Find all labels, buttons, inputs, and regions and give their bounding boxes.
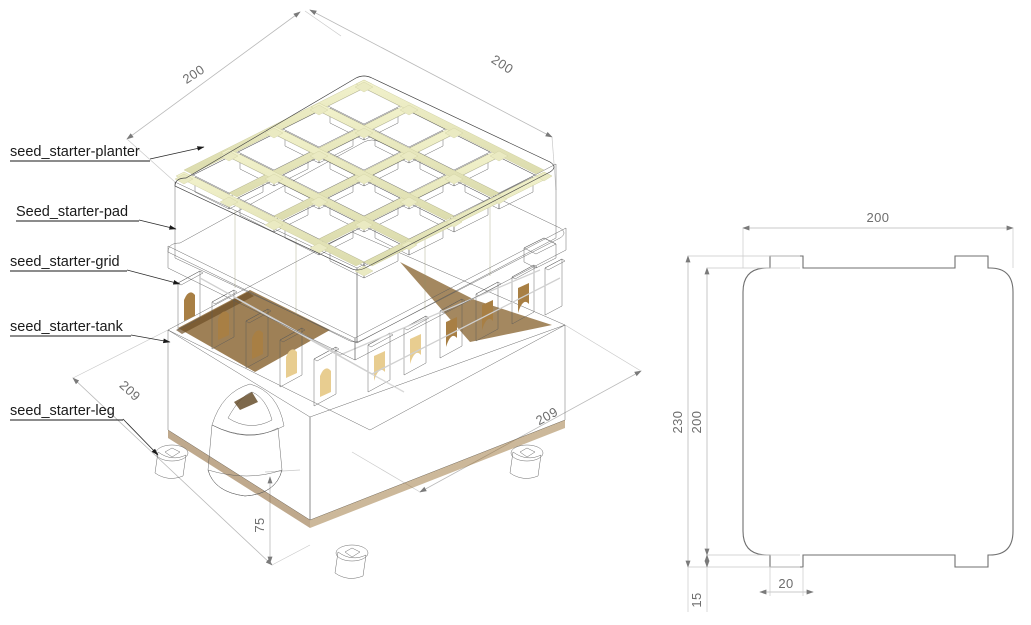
part-seed-starter-leg-1	[154, 444, 189, 479]
planter-rib-nodes	[174, 81, 553, 277]
dim-value: 200	[489, 52, 516, 77]
ortho-dim-tab-width-20: 20	[759, 567, 814, 596]
label-text: seed_starter-planter	[10, 144, 140, 160]
planter-ribs	[175, 79, 553, 267]
label-seed-starter-grid[interactable]: seed_starter-grid	[10, 254, 181, 285]
iso-dimension-frame-bottom	[72, 324, 642, 566]
ortho-dim-tab-height-15: 15	[687, 554, 710, 612]
label-text: Seed_starter-pad	[16, 204, 128, 220]
dim-value: 20	[778, 576, 793, 591]
part-seed-starter-tank	[167, 231, 566, 528]
grid-fin-row-left	[177, 270, 340, 407]
iso-dim-75-height: 75	[252, 469, 301, 564]
ortho-dim-height-200: 200	[689, 267, 800, 556]
dim-value: 15	[689, 592, 704, 607]
dim-value: 209	[117, 377, 144, 404]
part-seed-starter-leg-2	[509, 444, 544, 479]
iso-dimension-frame-top	[126, 9, 557, 191]
label-seed-starter-planter[interactable]: seed_starter-planter	[10, 144, 230, 162]
orthographic-view: 200 230 200 20	[670, 210, 1014, 612]
dim-value: 200	[867, 210, 890, 225]
label-text: seed_starter-leg	[10, 403, 115, 419]
dim-value: 230	[670, 411, 685, 434]
part-seed-starter-planter	[174, 75, 557, 344]
dim-value: 75	[252, 517, 267, 532]
label-seed-starter-tank[interactable]: seed_starter-tank	[10, 319, 171, 344]
label-seed-starter-leg[interactable]: seed_starter-leg	[10, 403, 159, 456]
grid-fin-row-right	[367, 258, 566, 393]
label-seed-starter-pad[interactable]: Seed_starter-pad	[16, 204, 177, 230]
part-seed-starter-grid	[177, 258, 566, 407]
part-seed-starter-leg-3	[334, 544, 369, 579]
dim-value: 200	[689, 411, 704, 434]
ortho-dim-height-230: 230	[670, 255, 800, 568]
part-seed-starter-pad	[167, 139, 567, 361]
ortho-body-profile	[742, 255, 1014, 568]
iso-dim-label-200-top-right: 200	[489, 52, 516, 77]
label-text: seed_starter-grid	[10, 254, 120, 270]
grid-rails	[199, 269, 561, 393]
tank-fill-spout	[207, 383, 285, 497]
ortho-dim-width-200: 200	[742, 210, 1014, 268]
iso-dim-label-209-bottom-left: 209	[117, 377, 144, 404]
label-text: seed_starter-tank	[10, 319, 124, 335]
